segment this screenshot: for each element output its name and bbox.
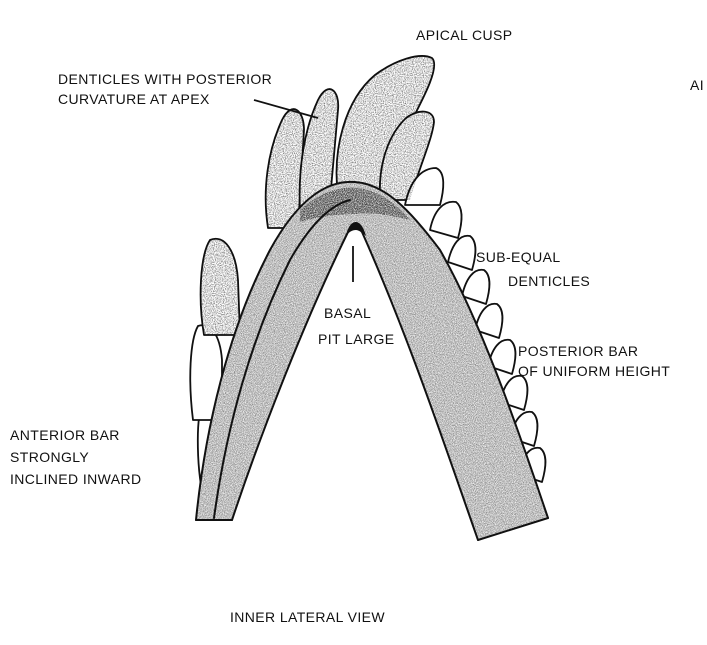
posterior-denticle	[448, 236, 476, 270]
label-denticles-curvature-1: DENTICLES WITH POSTERIOR	[58, 71, 272, 87]
posterior-denticle	[430, 202, 462, 238]
label-basal-pit-2: PIT LARGE	[318, 331, 394, 347]
label-sub-equal-2: DENTICLES	[508, 273, 590, 289]
label-anterior-bar-1: ANTERIOR BAR	[10, 427, 120, 443]
label-basal-pit-1: BASAL	[324, 305, 371, 321]
label-apical-cusp: APICAL CUSP	[416, 27, 512, 43]
label-anterior-bar-3: INCLINED INWARD	[10, 471, 142, 487]
label-truncated: AI	[690, 77, 704, 93]
label-denticles-curvature-2: CURVATURE AT APEX	[58, 91, 210, 107]
label-anterior-bar-2: STRONGLY	[10, 449, 89, 465]
figure-caption: INNER LATERAL VIEW	[230, 609, 385, 625]
label-posterior-bar-1: POSTERIOR BAR	[518, 343, 638, 359]
label-sub-equal-1: SUB-EQUAL	[476, 249, 561, 265]
label-posterior-bar-2: OF UNIFORM HEIGHT	[518, 363, 670, 379]
